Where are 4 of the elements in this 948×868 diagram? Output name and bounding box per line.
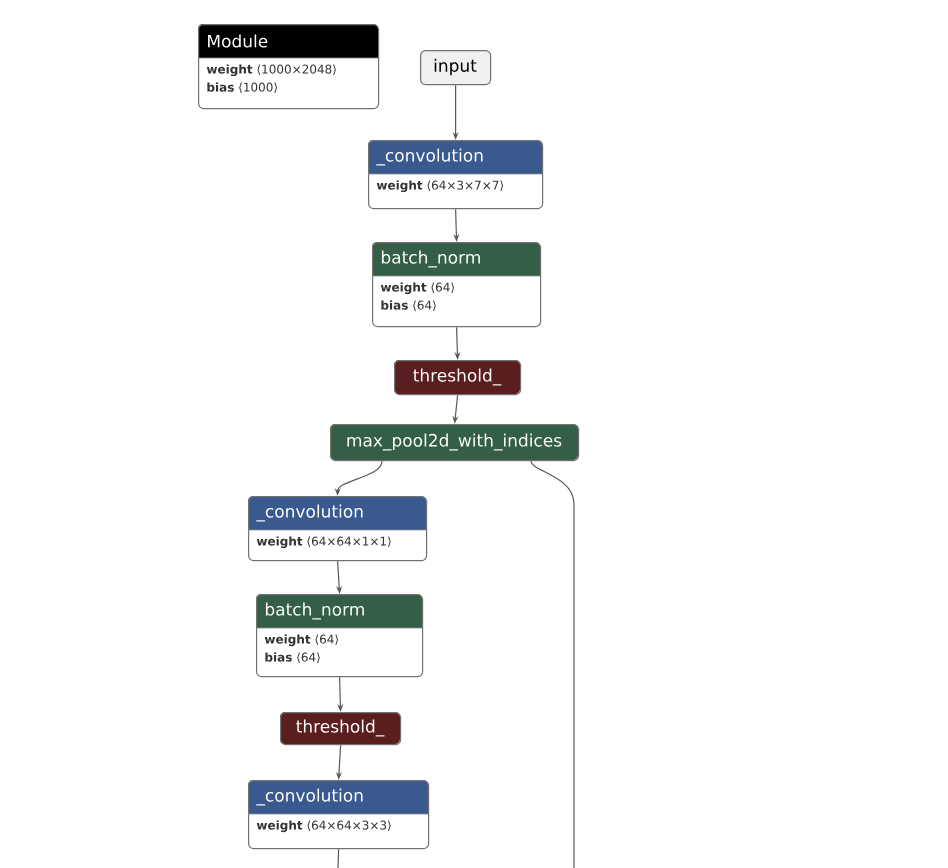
- input-box: input: [420, 50, 492, 86]
- layer-box: max_pool2d_with_indices: [330, 424, 580, 462]
- layer-box: threshold_: [394, 360, 522, 396]
- layer-box: threshold_: [280, 712, 402, 746]
